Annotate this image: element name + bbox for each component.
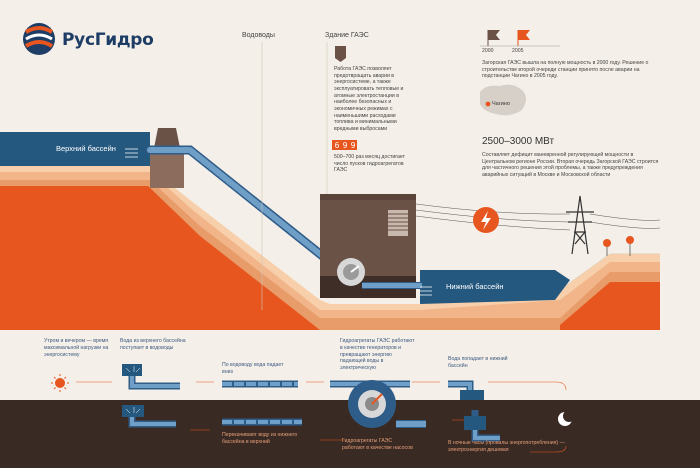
tree-icons	[603, 236, 634, 256]
moon-icon	[558, 410, 575, 426]
step-3-text: По водоводу вода падает вниз	[222, 362, 284, 375]
map-label: Чагино	[492, 101, 510, 107]
counter-digits: 6 9 9	[333, 140, 357, 150]
map-icon	[480, 84, 526, 116]
step-lower-basin	[448, 380, 484, 400]
step-4-text: Гидроагрегаты ГАЭС работают в качестве г…	[340, 338, 415, 371]
timeline-text: Загорская ГАЭС вышла на полную мощность …	[482, 60, 649, 80]
power-value: 2500–3000 МВт	[482, 136, 555, 147]
counter-text: 500–700 раз месяц достигает число пусков…	[334, 154, 405, 174]
intake-tower	[150, 128, 184, 188]
step-7-text: Гидроагрегаты ГАЭС работают в качестве н…	[342, 438, 413, 451]
counter-digit: 9	[350, 140, 356, 150]
shield-icon	[335, 46, 346, 62]
step-pump-up	[464, 410, 500, 442]
year-2005: 2005	[512, 48, 524, 54]
step-2-text: Вода из верхнего бассейна поступает в во…	[120, 338, 186, 351]
step-8-text: В ночные часы (провалы энергопотребления…	[448, 440, 565, 453]
building-description: Работа ГАЭС позволяет предотвращать авар…	[334, 66, 404, 132]
step-5-text: Вода попадает в нижний бассейн	[448, 356, 508, 369]
counter-digit: 9	[342, 140, 348, 150]
counter-box	[332, 140, 357, 150]
year-2000: 2000	[482, 48, 494, 54]
brand-name: РусГидро	[62, 30, 154, 50]
terrain	[0, 166, 660, 330]
spray-marks	[125, 366, 141, 414]
lower-basin-label: Нижний бассейн	[446, 282, 504, 291]
counter-digit: 6	[334, 140, 340, 150]
logo-icon	[23, 23, 55, 55]
step-6-text: Перекачивают воду из нижнего бассейна в …	[222, 432, 298, 445]
brand-logo[interactable]	[22, 22, 56, 56]
power-text: Составляет дефицит маневренной регулирую…	[482, 152, 659, 178]
upper-basin-label: Верхний бассейн	[56, 144, 116, 153]
lower-basin-water	[420, 270, 570, 304]
powerhouse	[320, 194, 422, 298]
header-building: Здание ГАЭС	[325, 32, 369, 39]
sun-icon	[51, 374, 69, 392]
step-basin-to-pipe	[122, 364, 180, 390]
step-upper-basin-bottom	[122, 405, 176, 428]
pylon-icon	[566, 195, 594, 255]
turbine-icon	[330, 380, 426, 428]
timeline-flags	[480, 30, 560, 47]
power-lines	[415, 203, 661, 231]
penstock-pipe	[145, 145, 335, 267]
header-waterways: Водоводы	[242, 32, 275, 39]
step-1-text: Утром и вечером — время максимальной наг…	[44, 338, 109, 358]
basin-arrows	[125, 148, 432, 296]
flow-arrows-top	[76, 381, 567, 453]
